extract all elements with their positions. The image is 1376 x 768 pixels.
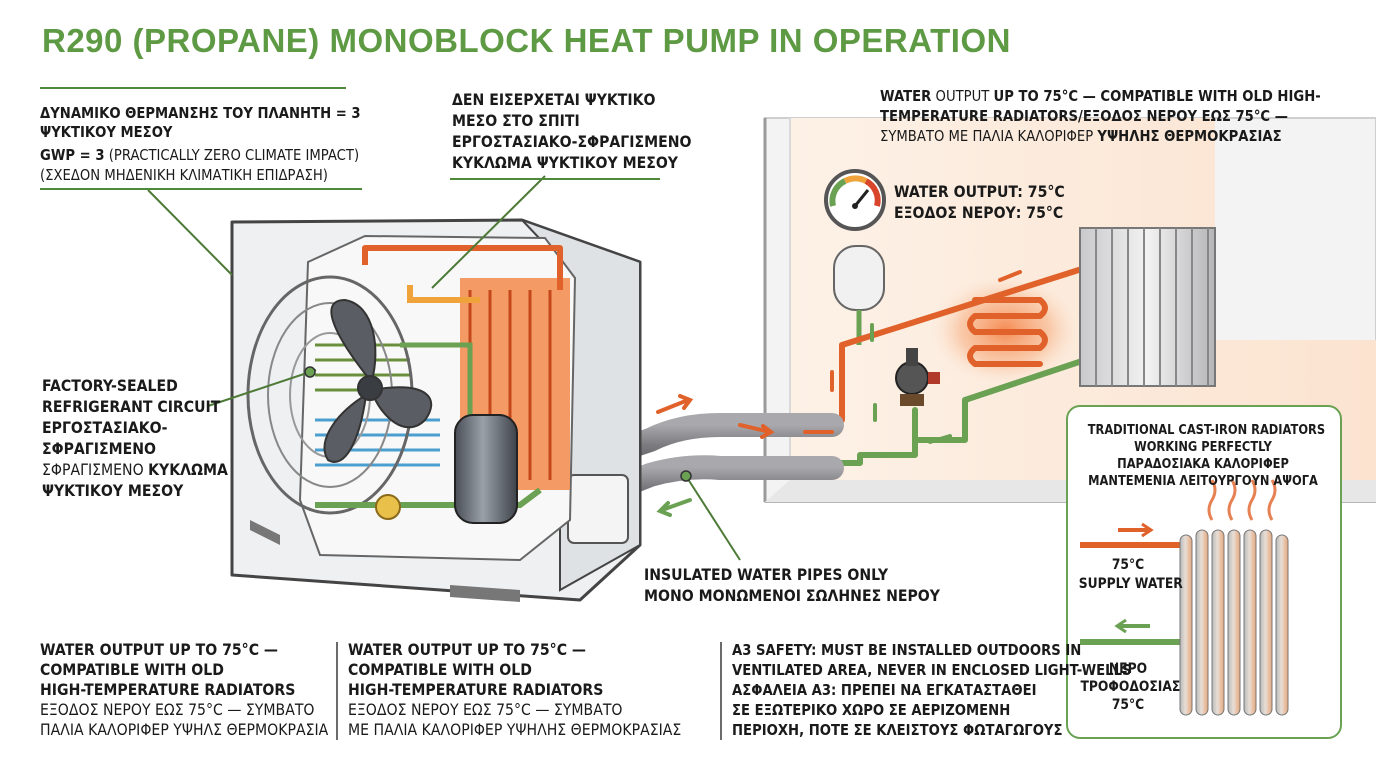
bottom-col3-line2: VENTILATED AREA, NEVER IN ENCLOSED LIGHT…: [732, 661, 1132, 679]
bottom-col2-line1: WATER OUTPUT UP TO 75°C —: [348, 640, 587, 659]
expansion-valve-icon: [375, 494, 401, 520]
bottom-col1-line5: ΠΑΛΙΑ ΚΑΛΟΡΙΦΕΡ ΥΨΗΛΣ ΘΕΡΜΟΚΡΑΣΙΑ: [40, 720, 329, 739]
bottom-col3-line1: A3 SAFETY: MUST BE INSTALLED OUTDOORS IN: [732, 641, 1082, 659]
radiator-callout-title3: ΠΑΡΑΔΟΣΙΑΚΑ ΚΑΛΟΡΙΦΕΡ: [1117, 457, 1289, 472]
factory-sealed-line5: ΣΦΡΑΓΙΣΜΕΝΟ ΚΥΚΛΩΜΑ: [42, 460, 228, 480]
insulated-water-pipes: [563, 413, 844, 517]
bottom-col3-line4: ΣΕ ΕΞΩΤΕΡΙΚΟ ΧΩΡΟ ΣΕ ΑΕΡΙΖΟΜΕΝΗ: [732, 701, 1011, 719]
compressor-icon: [454, 414, 518, 524]
factory-sealed-line5-b: ΚΥΚΛΩΜΑ: [148, 460, 228, 479]
water-output-header-word-output: OUTPUT: [931, 87, 994, 105]
water-output-header-line1: WATER OUTPUT UP TO 75°C — COMPATIBLE WIT…: [880, 87, 1321, 105]
gwp-impact: (PRACTICALLY ZERO CLIMATE IMPACT): [104, 146, 360, 164]
factory-sealed-line2: REFRIGERANT CIRCUIT: [42, 397, 221, 416]
no-refrigerant-note-line3: ΕΡΓΟΣΤΑΣΙΑΚΟ-ΣΦΡΑΓΙΣΜΕΝΟ: [452, 132, 692, 151]
bottom-col1-line2: COMPATIBLE WITH OLD: [40, 660, 224, 679]
no-refrigerant-note-line1: ΔΕΝ ΕΙΣΕΡΧΕΤΑΙ ΨΥΚΤΙΚΟ: [452, 90, 656, 109]
temperature-gauge: [824, 169, 886, 231]
radiator-callout-title1: TRADITIONAL CAST-IRON RADIATORS: [1087, 423, 1326, 438]
water-output-header-line2: TEMPERATURE RADIATORS/ΕΞΟΔΟΣ ΝΕΡΟΥ ΕΩΣ 7…: [880, 107, 1288, 125]
factory-sealed-line5-a: ΣΦΡΑΓΙΣΜΕΝΟ: [42, 460, 149, 479]
radiator-callout-title2: WORKING PERFECTLY: [1134, 440, 1272, 455]
gwp-note-line1: ΔΥΝΑΜΙΚΟ ΘΕΡΜΑΝΣΗΣ ΤΟΥ ΠΛΑΝΗΤΗ = 3: [40, 104, 361, 122]
return-water-label1: ΝΕΡΟ: [1108, 661, 1148, 677]
bottom-col2-line4: ΕΞΟΔΟΣ ΝΕΡΟΥ ΕΩΣ 75°C — ΣΥΜΒΑΤΟ: [348, 700, 623, 719]
bottom-col2-line3: HIGH-TEMPERATURE RADIATORS: [348, 680, 604, 699]
bottom-col1-line1: WATER OUTPUT UP TO 75°C —: [40, 640, 279, 659]
indoor-return-pipe: [829, 357, 1088, 466]
water-output-header-word-water: WATER: [880, 87, 932, 105]
pipes-note-line1: INSULATED WATER PIPES ONLY: [644, 565, 889, 584]
supply-temp-label: 75°C: [1111, 557, 1145, 573]
factory-sealed-line3: ΕΡΓΟΣΤΑΣΙΑΚΟ-: [42, 418, 168, 437]
fan-icon: [323, 298, 433, 463]
expansion-vessel: [833, 245, 885, 345]
circulation-pump: [895, 348, 940, 406]
gwp-note-rule-bottom: [40, 188, 362, 190]
no-refrigerant-note-rule: [450, 178, 660, 180]
bottom-col1-line3: HIGH-TEMPERATURE RADIATORS: [40, 680, 296, 699]
return-water-label3: 75°C: [1111, 697, 1145, 713]
no-refrigerant-note-line2: ΜΕΣΟ ΣΤΟ ΣΠΙΤΙ: [452, 111, 580, 130]
leader-lines: [147, 175, 741, 561]
factory-sealed-line6: ΨΥΚΤΙΚΟΥ ΜΕΣΟΥ: [42, 481, 184, 500]
bottom-divider-1: [336, 642, 338, 740]
radiator-callout-title4: ΜΑΝΤΕΜΕΝΙΑ ΛΕΙΤΟΥΡΓΟΥΝ ΑΨΟΓΑ: [1088, 474, 1318, 489]
page-title: R290 (PROPANE) MONOBLOCK HEAT PUMP IN OP…: [42, 22, 1011, 59]
no-refrigerant-note-line4: ΚΥΚΛΩΜΑ ΨΥΚΤΙΚΟΥ ΜΕΣΟΥ: [452, 153, 678, 172]
gwp-note-rule: [40, 87, 346, 89]
gauge-label-line2: ΕΞΟΔΟΣ ΝΕΡΟΥ: 75°C: [894, 203, 1064, 222]
gwp-note-line2: ΨΥΚΤΙΚΟΥ ΜΕΣΟΥ: [40, 123, 173, 141]
water-output-header-hightemp: ΥΨΗΛΗΣ ΘΕΡΜΟΚΡΑΣΙΑΣ: [1097, 127, 1282, 145]
outdoor-unit: [230, 218, 642, 602]
factory-sealed-line4: ΣΦΡΑΓΙΣΜΕΝΟ: [42, 439, 157, 458]
water-output-header-line3: ΣΥΜΒΑΤΟ ΜΕ ΠΑΛΙΑ ΚΑΛΟΡΙΦΕΡ ΥΨΗΛΗΣ ΘΕΡΜΟΚ…: [880, 127, 1282, 145]
bottom-divider-2: [720, 642, 722, 740]
return-water-label2: ΤΡΟΦΟΔΟΣΙΑΣ: [1080, 679, 1181, 695]
bottom-col3-line3: ΑΣΦΑΛΕΙΑ Α3: ΠΡΕΠΕΙ ΝΑ ΕΓΚΑΤΑΣΤΑΘΕΙ: [732, 681, 1037, 699]
pipes-note-line2: ΜΟΝΟ ΜΟΝΩΜΕΝΟΙ ΣΩΛΗΝΕΣ ΝΕΡΟΥ: [644, 586, 940, 605]
water-output-header-rest: UP TO 75°C — COMPATIBLE WITH OLD HIGH-: [993, 87, 1321, 105]
gwp-value: GWP = 3: [40, 146, 105, 164]
bottom-col2-line2: COMPATIBLE WITH OLD: [348, 660, 532, 679]
gwp-note-line4: (ΣΧΕΔΟΝ ΜΗΔΕΝΙΚΗ ΚΛΙΜΑΤΙΚΗ ΕΠΙΔΡΑΣΗ): [40, 166, 328, 184]
water-output-header-compat: ΣΥΜΒΑΤΟ ΜΕ ΠΑΛΙΑ ΚΑΛΟΡΙΦΕΡ: [880, 127, 1098, 145]
panel-radiator: [1079, 227, 1216, 387]
bottom-col1-line4: ΕΞΟΔΟΣ ΝΕΡΟΥ ΕΩΣ 75°C — ΣΥΜΒΑΤΟ: [40, 700, 315, 719]
gauge-label-line1: WATER OUTPUT: 75°C: [894, 182, 1065, 201]
bottom-col3-line5: ΠΕΡΙΟΧΗ, ΠΟΤΕ ΣΕ ΚΛΕΙΣΤΟΥΣ ΦΩΤΑΓΩΓΟΥΣ: [732, 721, 1063, 739]
bottom-col2-line5: ΜΕ ΠΑΛΙΑ ΚΑΛΟΡΙΦΕΡ ΥΨΗΛΗΣ ΘΕΡΜΟΚΡΑΣΙΑΣ: [348, 720, 682, 739]
factory-sealed-line1: FACTORY-SEALED: [42, 376, 178, 395]
supply-water-label: SUPPLY WATER: [1078, 576, 1183, 592]
gwp-note-line3: GWP = 3 (PRACTICALLY ZERO CLIMATE IMPACT…: [40, 146, 359, 164]
flow-arrows: [656, 270, 1022, 517]
